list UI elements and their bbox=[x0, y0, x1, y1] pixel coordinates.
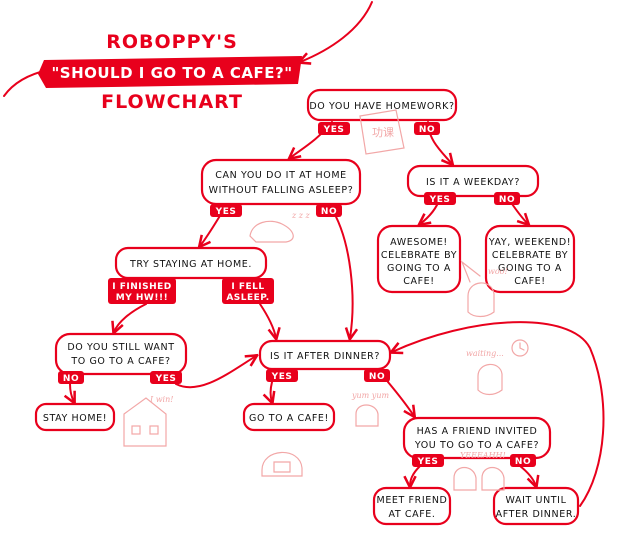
tag-homework-no: NO bbox=[414, 122, 440, 135]
waiting-doodle-text: waiting... bbox=[466, 349, 504, 358]
tag-homework-no-label: NO bbox=[419, 125, 435, 135]
sleeping-robot-doodle: z z z bbox=[249, 211, 311, 243]
win-doodle-text: I win! bbox=[149, 395, 173, 404]
arrow-dinner-yes bbox=[271, 381, 273, 402]
node-weekend-line-2: CELEBRATE BY bbox=[492, 250, 568, 261]
node-weekday-line-1: IS IT A WEEKDAY? bbox=[426, 177, 520, 188]
title-line-2: "SHOULD I GO TO A CAFE?" bbox=[51, 64, 292, 82]
tag-still-yes-label: YES bbox=[155, 374, 177, 384]
tag-asleep-yes-label: YES bbox=[215, 207, 237, 217]
tag-still-yes: YES bbox=[150, 371, 182, 384]
tag-fell-asleep-line-1: I FELL bbox=[231, 282, 264, 292]
node-stay-home: STAY HOME! bbox=[34, 402, 116, 432]
node-homework-line-1: DO YOU HAVE HOMEWORK? bbox=[309, 101, 454, 112]
tag-finished-line-2: MY HW!!! bbox=[116, 293, 168, 303]
node-awesome-line-1: AWESOME! bbox=[390, 237, 448, 248]
node-wait-dinner-line-1: WAIT UNTIL bbox=[506, 495, 567, 506]
sleep-doodle-text: z z z bbox=[291, 211, 311, 220]
node-home-asleep-line-2: WITHOUT FALLING ASLEEP? bbox=[209, 185, 354, 196]
tag-homework-yes-label: YES bbox=[323, 125, 345, 135]
tag-dinner-yes: YES bbox=[266, 369, 298, 382]
title-line-3: FLOWCHART bbox=[101, 91, 243, 113]
node-homework: DO YOU HAVE HOMEWORK? bbox=[306, 88, 458, 122]
party-robot-doodle: woo! bbox=[460, 260, 508, 318]
node-awesome-line-2: CELEBRATE BY bbox=[381, 250, 457, 261]
tag-asleep-no: NO bbox=[316, 204, 342, 217]
house-doodle: I win! bbox=[123, 395, 173, 447]
yum-doodle-text: yum yum bbox=[351, 391, 389, 400]
tag-weekday-yes-label: YES bbox=[429, 195, 451, 205]
arrow-asleep-no bbox=[329, 205, 353, 338]
arrow-friend-no bbox=[519, 465, 536, 486]
waiting-robot-doodle: waiting... bbox=[466, 339, 529, 396]
arrow-finished bbox=[114, 303, 147, 332]
title-banner bbox=[38, 56, 302, 88]
intro-arrow bbox=[300, 1, 373, 62]
tag-dinner-no-label: NO bbox=[369, 372, 385, 382]
node-still-want-line-2: TO GO TO A CAFE? bbox=[70, 356, 170, 367]
tag-weekday-yes: YES bbox=[424, 192, 456, 205]
node-still-want: DO YOU STILL WANT TO GO TO A CAFE? bbox=[54, 332, 188, 376]
tag-friend-no: NO bbox=[510, 454, 536, 467]
node-awesome-line-3: GOING TO A bbox=[387, 263, 451, 274]
node-awesome-line-4: CAFE! bbox=[403, 276, 434, 287]
book-doodle: 功课 bbox=[359, 109, 405, 155]
node-friend-invited: HAS A FRIEND INVITED YOU TO GO TO A CAFE… bbox=[402, 416, 552, 460]
tag-still-no-label: NO bbox=[63, 374, 79, 384]
tag-finished: I FINISHED MY HW!!! bbox=[108, 278, 176, 304]
yeah-doodle-text: YEEEAHH! bbox=[460, 451, 506, 460]
tag-still-no: NO bbox=[58, 371, 84, 384]
title-line-1: ROBOPPY'S bbox=[106, 31, 238, 53]
node-still-want-line-1: DO YOU STILL WANT bbox=[67, 342, 174, 353]
tag-asleep-yes: YES bbox=[210, 204, 242, 217]
node-home-asleep-line-1: CAN YOU DO IT AT HOME bbox=[215, 170, 346, 181]
woo-doodle-text: woo! bbox=[488, 267, 508, 276]
arrow-friend-yes bbox=[410, 465, 421, 486]
node-stay-home-line-1: STAY HOME! bbox=[43, 413, 107, 424]
node-weekend-line-3: GOING TO A bbox=[498, 263, 562, 274]
node-weekend-line-1: YAY, WEEKEND! bbox=[488, 237, 571, 248]
node-try-home: TRY STAYING AT HOME. bbox=[114, 246, 268, 280]
arrow-dinner-no bbox=[387, 381, 414, 416]
node-home-asleep: CAN YOU DO IT AT HOME WITHOUT FALLING AS… bbox=[200, 158, 362, 206]
node-friend-invited-line-2: YOU TO GO TO A CAFE? bbox=[414, 440, 539, 451]
node-meet-friend-line-1: MEET FRIEND bbox=[377, 495, 448, 506]
node-weekend-line-4: CAFE! bbox=[514, 276, 545, 287]
node-friend-invited-line-1: HAS A FRIEND INVITED bbox=[417, 426, 538, 437]
node-go-cafe: GO TO A CAFE! bbox=[242, 402, 336, 432]
tag-fell-asleep-line-2: ASLEEP. bbox=[226, 293, 269, 303]
coffee-robot-doodle: yum yum bbox=[261, 391, 389, 477]
node-weekday: IS IT A WEEKDAY? bbox=[406, 164, 540, 198]
friends-doodle: YEEEAHH! bbox=[453, 451, 506, 491]
arrow-wait-loop bbox=[392, 321, 605, 507]
arrow-fell-asleep bbox=[259, 303, 276, 338]
tag-dinner-yes-label: YES bbox=[271, 372, 293, 382]
arrow-still-no bbox=[70, 383, 74, 402]
node-weekend: YAY, WEEKEND! CELEBRATE BY GOING TO A CA… bbox=[484, 224, 576, 294]
tag-asleep-no-label: NO bbox=[321, 207, 337, 217]
node-meet-friend: MEET FRIEND AT CAFE. bbox=[372, 486, 452, 526]
node-wait-dinner-line-2: AFTER DINNER. bbox=[496, 509, 577, 520]
tag-fell-asleep: I FELL ASLEEP. bbox=[222, 278, 274, 304]
arrow-still-yes bbox=[175, 356, 256, 389]
tag-dinner-no: NO bbox=[364, 369, 390, 382]
tag-friend-yes-label: YES bbox=[417, 457, 439, 467]
tag-friend-yes: YES bbox=[412, 454, 444, 467]
node-after-dinner: IS IT AFTER DINNER? bbox=[258, 339, 392, 371]
node-meet-friend-line-2: AT CAFE. bbox=[388, 509, 435, 520]
node-wait-dinner: WAIT UNTIL AFTER DINNER. bbox=[492, 486, 580, 526]
node-after-dinner-line-1: IS IT AFTER DINNER? bbox=[270, 351, 380, 362]
node-go-cafe-line-1: GO TO A CAFE! bbox=[249, 413, 329, 424]
node-try-home-line-1: TRY STAYING AT HOME. bbox=[129, 259, 252, 270]
tag-weekday-no: NO bbox=[494, 192, 520, 205]
node-awesome: AWESOME! CELEBRATE BY GOING TO A CAFE! bbox=[376, 224, 462, 294]
tag-friend-no-label: NO bbox=[515, 457, 531, 467]
tag-homework-yes: YES bbox=[318, 122, 350, 135]
tag-finished-line-1: I FINISHED bbox=[112, 282, 172, 292]
book-doodle-text: 功课 bbox=[372, 126, 394, 139]
tag-weekday-no-label: NO bbox=[499, 195, 515, 205]
